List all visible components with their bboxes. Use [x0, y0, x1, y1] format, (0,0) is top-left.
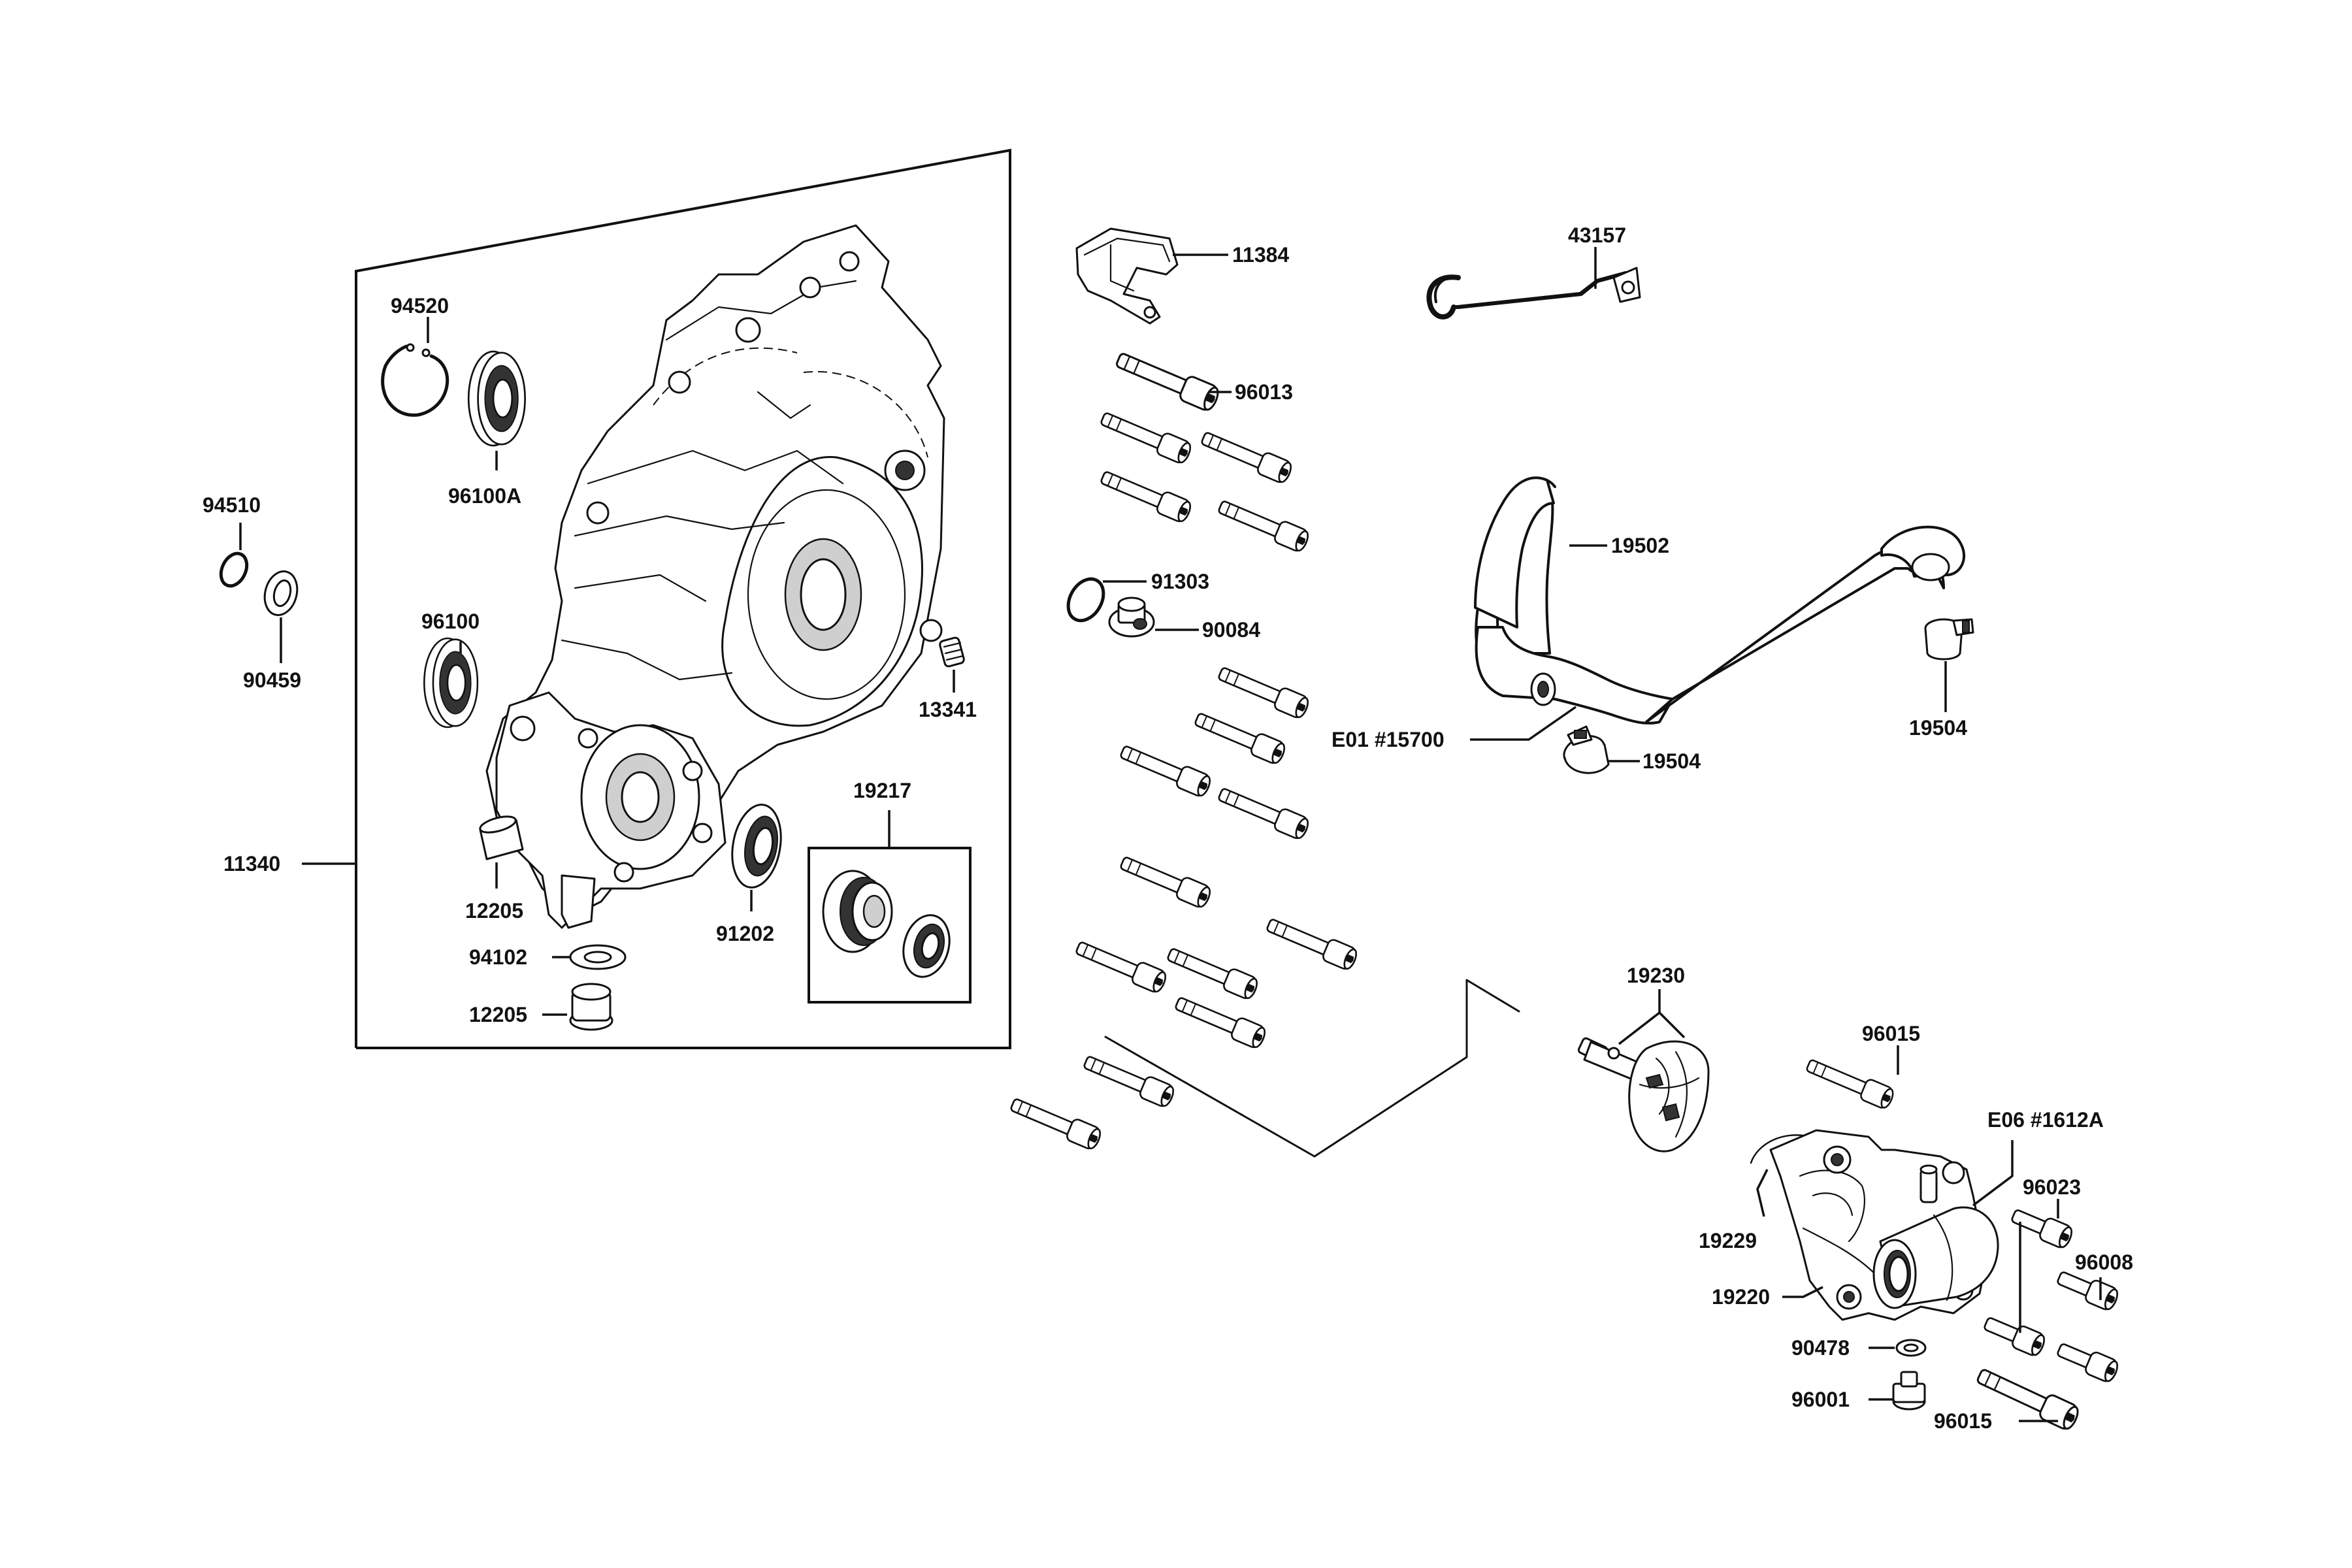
- label-96023: 96023: [2023, 1175, 2081, 1199]
- label-11340: 11340: [223, 852, 280, 875]
- label-94102: 94102: [469, 945, 527, 969]
- label-19502: 19502: [1611, 534, 1669, 557]
- hose-19502: 19502: [1474, 476, 1965, 725]
- oil-seal-91202: 91202: [716, 804, 782, 945]
- label-19230: 19230: [1627, 964, 1685, 987]
- assembly-break-line: [1104, 979, 1520, 1158]
- clamp-19504-mid: 19504: [1563, 725, 1701, 774]
- washer-90459: 90459: [243, 570, 301, 692]
- label-13341: 13341: [919, 698, 977, 721]
- bearing-96100A: 96100A: [448, 350, 526, 508]
- seal-kit-19217: 19217: [808, 779, 972, 1004]
- bearing-96100: 96100: [421, 610, 480, 728]
- washer-90478: 90478: [1791, 1336, 1927, 1360]
- crankcase-cover-drawing: [485, 224, 945, 929]
- collar-90084: 90084: [1108, 596, 1260, 642]
- dowel-12205-bottom: 12205: [469, 983, 613, 1031]
- label-91303: 91303: [1151, 570, 1209, 593]
- pump-cover-19220: 19220: [1712, 1129, 1999, 1321]
- label-E01: E01 #15700: [1331, 728, 1445, 751]
- label-12205-top: 12205: [465, 899, 523, 923]
- label-19217: 19217: [853, 779, 911, 802]
- label-19504-right: 19504: [1909, 716, 1967, 740]
- label-96008: 96008: [2075, 1250, 2133, 1274]
- label-19504-mid: 19504: [1642, 749, 1701, 773]
- label-E06: E06 #1612A: [1987, 1108, 2104, 1132]
- crankcase-cover-frame: [355, 148, 1011, 1049]
- label-96015-bottom: 96015: [1934, 1409, 1992, 1433]
- bolt-96023: 96023: [2008, 1175, 2081, 1251]
- label-96015-top: 96015: [1862, 1022, 1920, 1045]
- callout-E01: E01 #15700: [1331, 706, 1576, 751]
- label-91202: 91202: [716, 922, 774, 945]
- label-94510: 94510: [203, 493, 261, 517]
- label-19229: 19229: [1699, 1229, 1757, 1252]
- label-90084: 90084: [1202, 618, 1260, 642]
- label-96013: 96013: [1235, 380, 1293, 404]
- dowel-12205-top: 12205: [465, 815, 524, 923]
- clamp-19504-right: 19504: [1909, 618, 1974, 740]
- bolt-96001: 96001: [1791, 1371, 1926, 1411]
- label-96100A: 96100A: [448, 484, 521, 508]
- bolt-96015-bottom: 96015: [1934, 1362, 2082, 1433]
- label-90459: 90459: [243, 668, 301, 692]
- label-96100: 96100: [421, 610, 480, 633]
- label-94520: 94520: [391, 294, 449, 318]
- bracket-11384: 11384: [1075, 227, 1289, 325]
- label-43157: 43157: [1568, 223, 1626, 247]
- plug-13341: 13341: [919, 636, 977, 721]
- bolt-group-96023-96015: [1980, 1222, 2121, 1385]
- label-11384: 11384: [1232, 243, 1289, 267]
- circlip-94520: 94520: [381, 294, 449, 417]
- washer-94102: 94102: [469, 944, 627, 970]
- label-12205-bottom: 12205: [469, 1003, 527, 1026]
- impeller-19230: 19230: [1577, 964, 1710, 1152]
- gasket-19229: 19229: [1699, 1169, 1769, 1252]
- bolt-96015-top: 96015: [1803, 1022, 1920, 1111]
- label-19220: 19220: [1712, 1285, 1770, 1309]
- oring-91303: 91303: [1066, 570, 1209, 623]
- bolt-96008: 96008: [2053, 1250, 2133, 1313]
- label-96001: 96001: [1791, 1388, 1850, 1411]
- ring-94510: 94510: [203, 493, 261, 588]
- label-90478: 90478: [1791, 1336, 1850, 1360]
- bolt-set-96013: 96013: [1007, 346, 1360, 1152]
- callout-E06: E06 #1612A: [1972, 1108, 2104, 1207]
- callout-11340: 11340: [223, 852, 356, 875]
- wire-clip-43157: 43157: [1426, 223, 1641, 319]
